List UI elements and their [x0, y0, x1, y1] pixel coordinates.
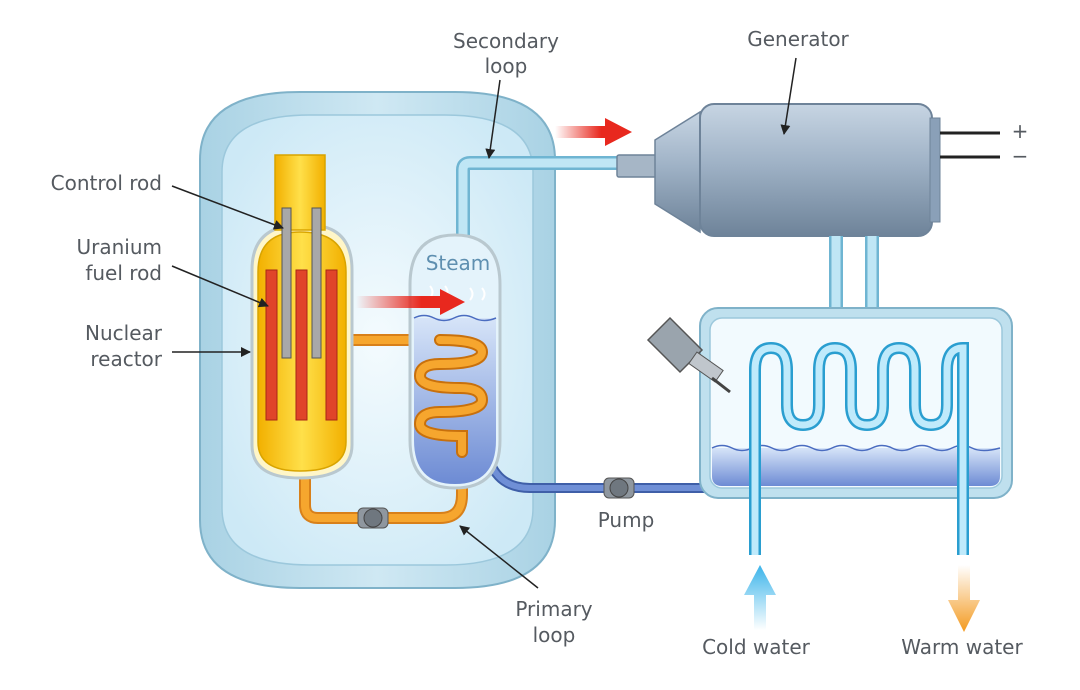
secondary-loop-label-line1: Secondary	[453, 29, 559, 53]
nuclear-reactor-label-line1: Nuclear	[85, 321, 163, 345]
pump-label: Pump	[598, 508, 655, 532]
primary-loop-label-line1: Primary	[515, 597, 592, 621]
heat-flow-arrow	[356, 289, 465, 315]
control-rod-label: Control rod	[51, 171, 162, 195]
secondary-pump	[603, 477, 635, 499]
cold-water-label: Cold water	[702, 635, 811, 659]
cooling-tower-sensor	[646, 316, 731, 394]
fuel-rods	[265, 269, 338, 421]
primary-loop-label-line2: loop	[533, 623, 576, 647]
steam-label: Steam	[426, 251, 491, 275]
generator	[616, 103, 1000, 237]
negative-terminal-label: −	[1012, 144, 1029, 168]
secondary-loop-label-line2: loop	[485, 54, 528, 78]
warm-water-label: Warm water	[901, 635, 1023, 659]
nuclear-reactor-label-line2: reactor	[90, 347, 162, 371]
leader-lines	[171, 57, 797, 589]
uranium-fuel-rod-label-line2: fuel rod	[85, 261, 162, 285]
control-rods	[281, 207, 322, 359]
generator-label: Generator	[747, 27, 849, 51]
steam-flow-arrow	[555, 118, 632, 146]
primary-pump	[357, 507, 389, 529]
condenser-coil	[749, 341, 969, 555]
cold-water-arrow	[744, 565, 776, 630]
positive-terminal-label: +	[1012, 119, 1029, 143]
secondary-loop-pipe	[456, 156, 625, 262]
uranium-fuel-rod-label-line1: Uranium	[76, 235, 162, 259]
primary-heat-exchanger-coil	[413, 334, 489, 458]
warm-water-arrow	[948, 565, 980, 632]
